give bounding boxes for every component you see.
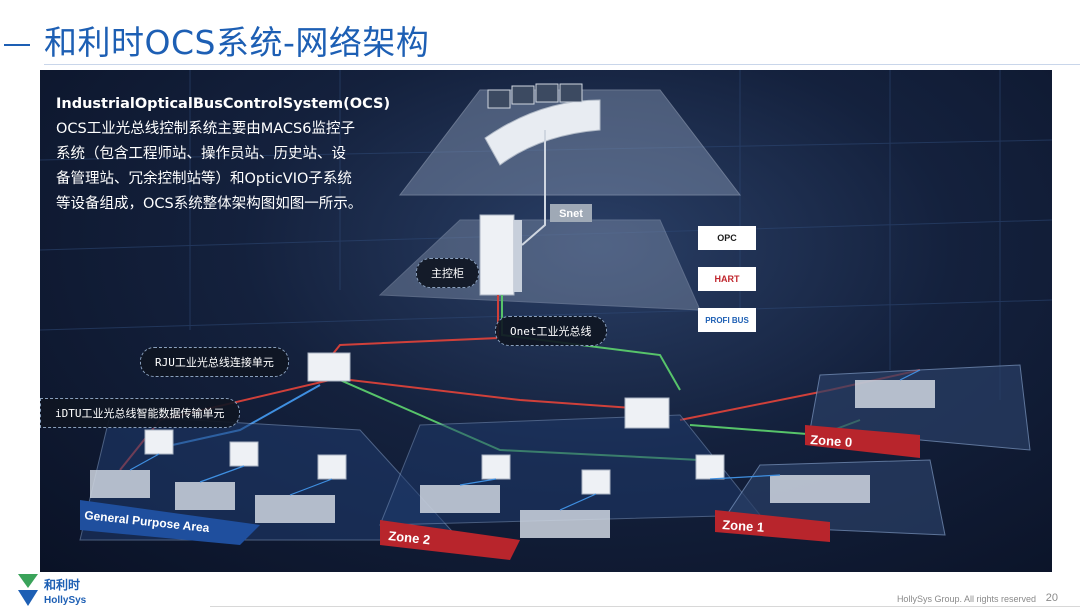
field-drop-lines <box>129 369 921 511</box>
profibus-logo: PROFI BUS <box>698 308 756 332</box>
page-number: 20 <box>1045 592 1058 604</box>
copyright-text: HollySys Group. All rights reserved <box>896 594 1036 604</box>
architecture-diagram-panel: Snet General Purpose Area Zone 2 Zone 0 … <box>40 70 1052 572</box>
main-cabinet-callout: 主控柜 <box>416 258 479 288</box>
snet-link <box>521 130 546 246</box>
hollysys-logo: 和利时 HollySys <box>16 572 106 608</box>
opc-logo: OPC <box>698 226 756 250</box>
zone2-banner <box>380 520 520 560</box>
onet-callout: Onet工业光总线 <box>495 316 607 346</box>
main-cabinet-icon <box>479 214 515 296</box>
idtu-device-icon <box>481 454 511 480</box>
logo-en-text: HollySys <box>44 595 87 606</box>
operator-station-plane <box>398 89 742 196</box>
intro-heading: IndustrialOpticalBusControlSystem(OCS) <box>56 96 391 112</box>
idtu-device-icon <box>229 441 259 467</box>
idtu-device-icon <box>144 429 174 455</box>
zone0-banner <box>805 425 920 458</box>
intro-line: 系统（包含工程师站、操作员站、历史站、设 <box>56 146 346 162</box>
title-accent-dash <box>4 44 30 46</box>
architecture-diagram: Snet General Purpose Area Zone 2 Zone 0 … <box>40 70 1052 560</box>
title-bar: 和利时OCS系统-网络架构 <box>0 14 1080 65</box>
hollysys-logo-mark: 和利时 HollySys <box>18 574 87 606</box>
zone1-banner <box>715 510 830 542</box>
intro-line: OCS工业光总线控制系统主要由MACS6监控子 <box>56 121 355 137</box>
intro-text: IndustrialOpticalBusControlSystem(OCS) O… <box>56 92 396 217</box>
operator-console-icon <box>484 83 601 166</box>
idtu-device-icon <box>317 454 347 480</box>
zone0-label: Zone 0 <box>810 432 853 450</box>
idtu-device-icon <box>581 469 611 495</box>
zone2-label: Zone 2 <box>388 528 431 547</box>
rju-callout: RJU工业光总线连接单元 <box>140 347 289 377</box>
logo-cn-text: 和利时 <box>43 577 80 592</box>
footer-divider <box>210 606 1080 607</box>
snet-label-box <box>550 204 592 222</box>
background-grid <box>40 70 1052 400</box>
title-underline <box>44 64 1080 65</box>
snet-label: Snet <box>559 208 583 220</box>
network-units <box>144 352 725 495</box>
field-instruments <box>90 380 935 538</box>
idtu-device-icon <box>695 454 725 480</box>
intro-line: 等设备组成，OCS系统整体架构图如图一所示。 <box>56 196 363 212</box>
rju-device-icon <box>307 352 351 382</box>
main-cabinet-side <box>514 220 522 292</box>
rju-device-icon <box>624 397 670 429</box>
page-title: 和利时OCS系统-网络架构 <box>44 23 430 62</box>
intro-line: 备管理站、冗余控制站等）和OpticVIO子系统 <box>56 171 352 187</box>
idtu-callout: iDTU工业光总线智能数据传输单元 <box>40 398 240 428</box>
zone1-label: Zone 1 <box>722 517 765 535</box>
hart-logo: HART <box>698 267 756 291</box>
general-purpose-banner <box>80 500 260 545</box>
